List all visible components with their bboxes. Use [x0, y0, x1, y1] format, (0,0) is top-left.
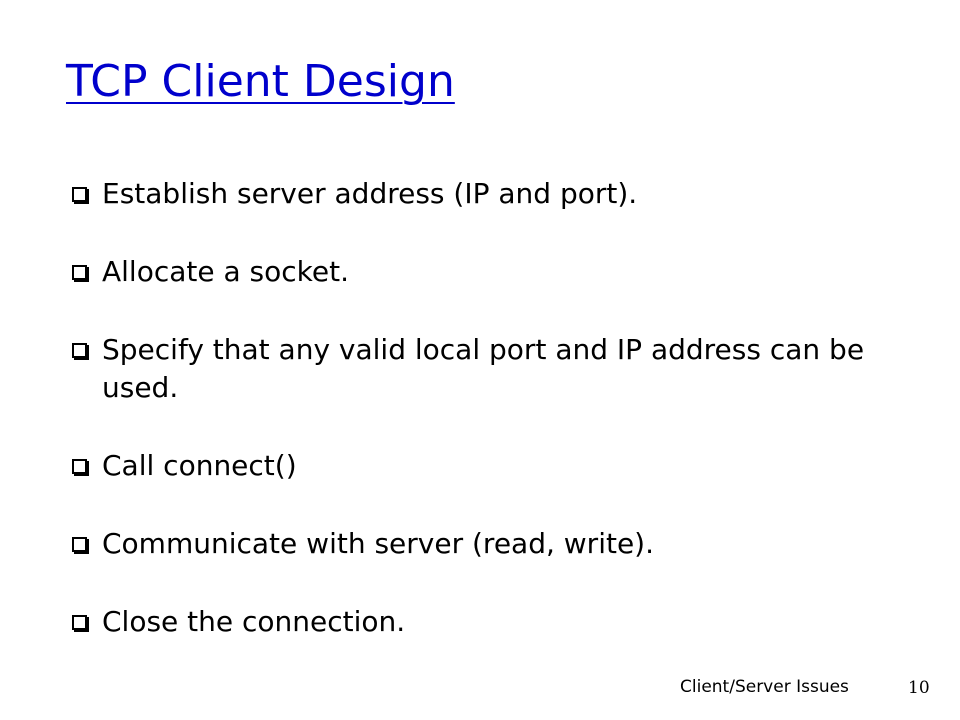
bullet-item: Establish server address (IP and port).	[70, 175, 930, 213]
hollow-square-bullet-icon	[72, 265, 87, 280]
bullet-text: Communicate with server (read, write).	[102, 527, 655, 560]
bullet-item: Specify that any valid local port and IP…	[70, 331, 930, 407]
hollow-square-bullet-icon	[72, 537, 87, 552]
footer-label: Client/Server Issues	[680, 677, 849, 697]
hollow-square-bullet-icon	[72, 459, 87, 474]
bullet-item: Call connect()	[70, 447, 930, 485]
hollow-square-bullet-icon	[72, 343, 87, 358]
bullet-text: Establish server address (IP and port).	[102, 177, 638, 210]
bullet-item: Communicate with server (read, write).	[70, 525, 930, 563]
bullet-list: Establish server address (IP and port). …	[70, 175, 930, 681]
hollow-square-bullet-icon	[72, 615, 87, 630]
page-number: 10	[908, 678, 930, 698]
bullet-text: Allocate a socket.	[102, 255, 349, 288]
bullet-text: Specify that any valid local port and IP…	[102, 333, 865, 404]
bullet-text: Close the connection.	[102, 605, 406, 638]
bullet-text: Call connect()	[102, 449, 297, 482]
bullet-item: Allocate a socket.	[70, 253, 930, 291]
bullet-item: Close the connection.	[70, 603, 930, 641]
hollow-square-bullet-icon	[72, 187, 87, 202]
slide-title: TCP Client Design	[66, 56, 455, 107]
